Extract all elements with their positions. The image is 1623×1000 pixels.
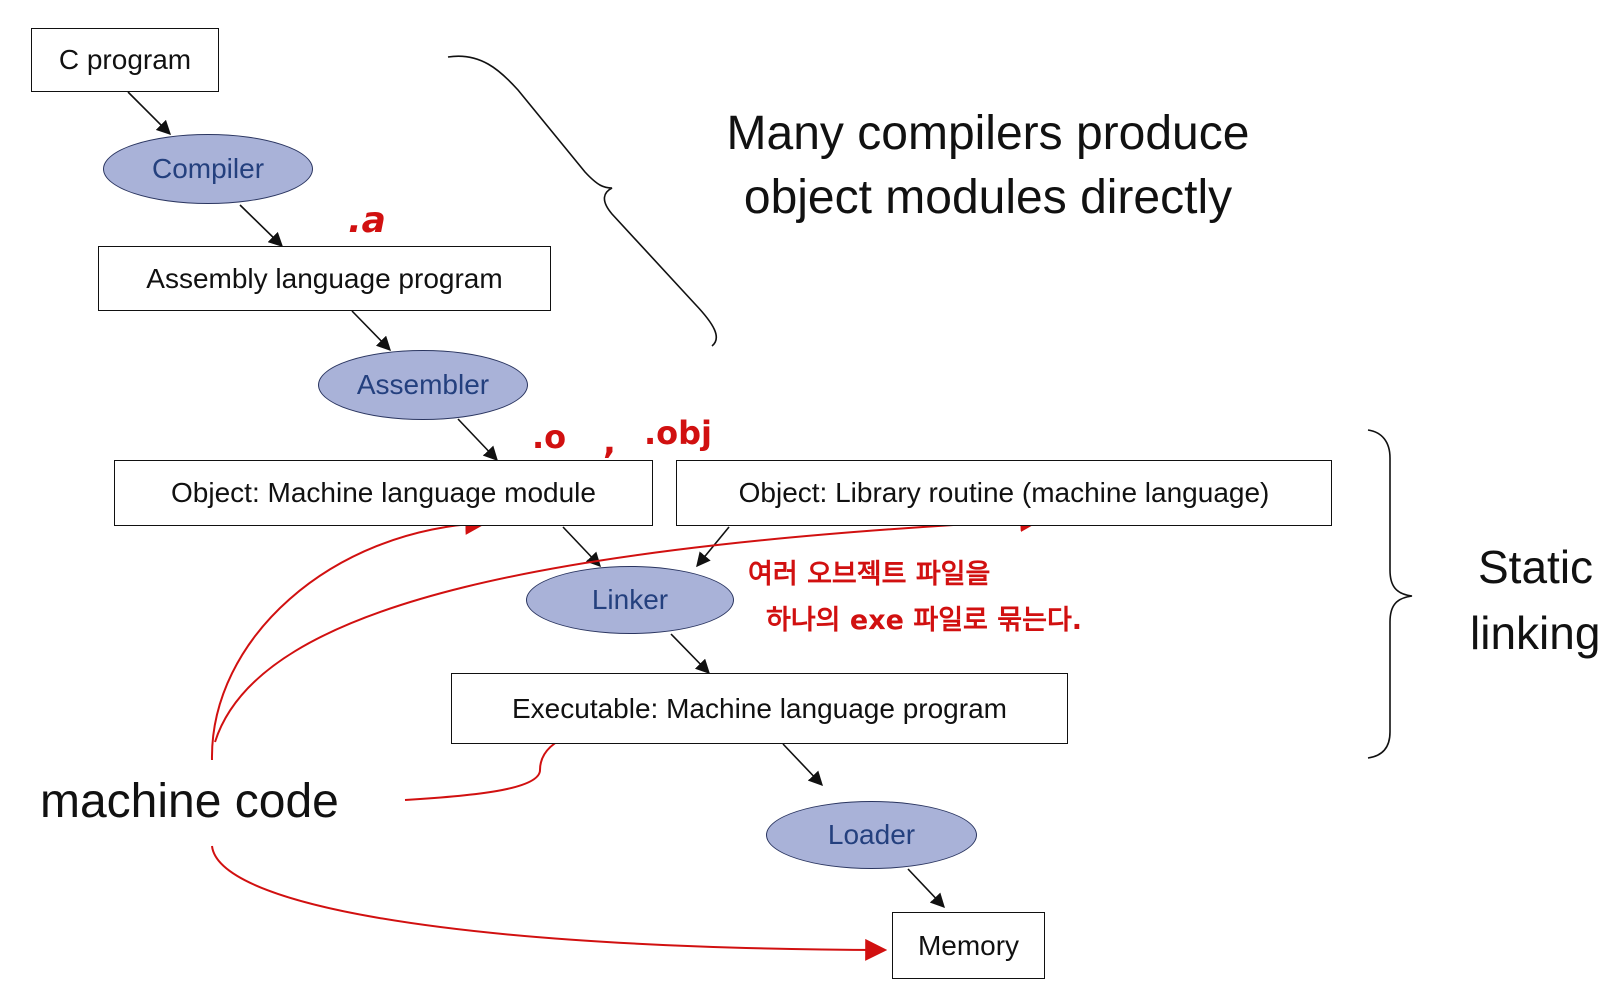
handwritten-ext-obj: .obj bbox=[644, 414, 713, 452]
arrow-assembly-assembler bbox=[351, 310, 392, 352]
handwritten-ext-o: .o bbox=[532, 418, 567, 456]
memory-box: Memory bbox=[892, 912, 1045, 979]
arrow-assembler-object bbox=[457, 418, 498, 462]
library-routine-box: Object: Library routine (machine languag… bbox=[676, 460, 1332, 526]
compilers-note-line2: object modules directly bbox=[743, 171, 1233, 224]
static-linking-brace bbox=[1367, 429, 1413, 759]
red-arrow-to-memory bbox=[211, 845, 888, 961]
static-linking-line1: Static bbox=[1478, 541, 1594, 593]
arrow-library-linker bbox=[696, 526, 730, 568]
c-program-box: C program bbox=[31, 28, 219, 92]
compilers-brace bbox=[447, 55, 718, 347]
object-module-box: Object: Machine language module bbox=[114, 460, 653, 526]
red-arrow-to-library-routine bbox=[214, 510, 1043, 743]
handwritten-comma: , bbox=[603, 422, 616, 462]
handwritten-linker-note-line2: 하나의 exe 파일로 묶는다. bbox=[766, 605, 1083, 636]
machine-code-label: machine code bbox=[40, 775, 339, 828]
executable-box: Executable: Machine language program bbox=[451, 673, 1068, 744]
arrow-compiler-assembly bbox=[239, 204, 284, 248]
compilers-note-line1: Many compilers produce bbox=[726, 107, 1250, 160]
arrow-object-linker bbox=[562, 526, 601, 568]
arrow-loader-memory bbox=[907, 868, 945, 909]
handwritten-ext-a: .a bbox=[348, 200, 386, 241]
assembly-program-box: Assembly language program bbox=[98, 246, 551, 311]
static-linking-line2: linking bbox=[1470, 607, 1601, 659]
red-arrow-to-object-module bbox=[210, 512, 488, 761]
arrow-cprogram-compiler bbox=[127, 91, 172, 136]
linker-oval: Linker bbox=[526, 566, 734, 634]
handwritten-linker-note-line1: 여러 오브젝트 파일을 bbox=[748, 559, 991, 590]
assembler-oval: Assembler bbox=[318, 350, 528, 420]
arrow-executable-loader bbox=[782, 743, 823, 787]
arrow-linker-executable bbox=[670, 633, 711, 675]
loader-oval: Loader bbox=[766, 801, 977, 869]
compiler-oval: Compiler bbox=[103, 134, 313, 204]
